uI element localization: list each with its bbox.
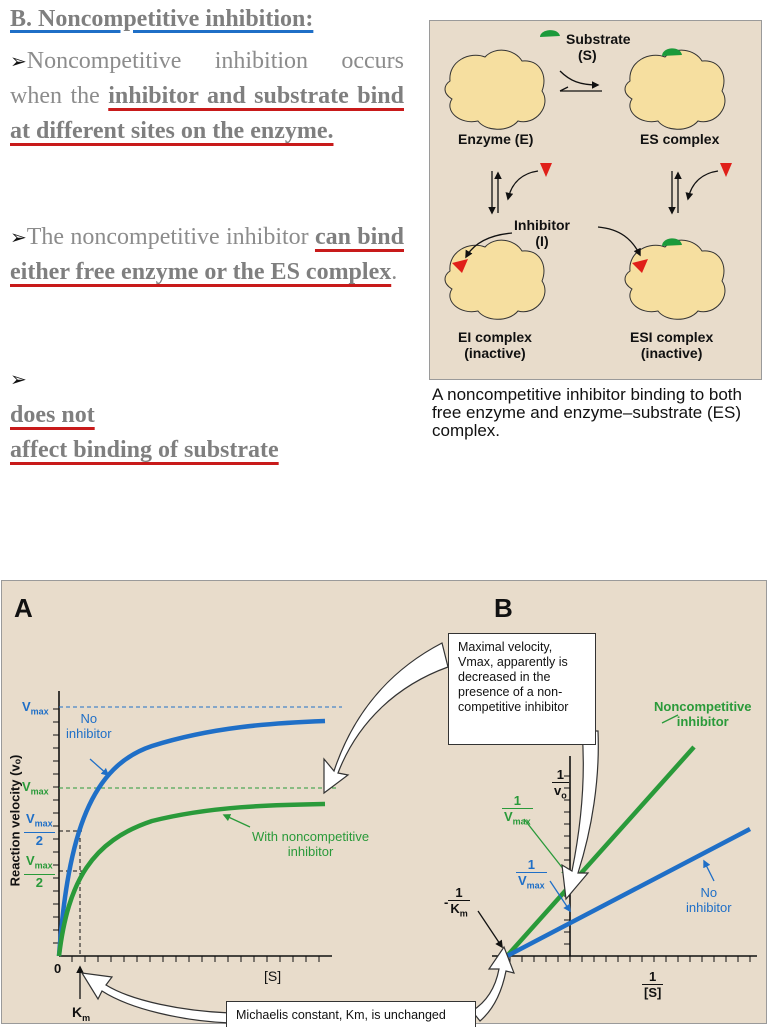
p2-end: .	[391, 259, 398, 285]
origin-zero: 0	[54, 961, 62, 976]
p3-emphasis-a: does not	[10, 402, 95, 428]
paragraph-2: ➢The noncompetitive inhibitor can bind e…	[10, 220, 404, 290]
panel-a-letter: A	[14, 593, 33, 623]
slide-heading: B. Noncompetitive inhibition:	[10, 6, 314, 32]
paragraph-3-line1: does not	[10, 398, 404, 433]
callout-arrow-top-left	[323, 642, 449, 795]
esi-complex-shape	[624, 238, 726, 320]
diagram-caption: A noncompetitive inhibitor binding to bo…	[432, 385, 742, 440]
esi-complex-label: ESI complex(inactive)	[630, 329, 714, 361]
callout-arrow-bottom-left	[80, 972, 231, 1024]
kinetics-graph-panel: A B Reaction velocity (vₒ) Vmax Vmax Vma…	[1, 580, 767, 1027]
paragraph-1: ➢Noncompetitive inhibition occurs when t…	[10, 44, 404, 149]
enzyme-e-shape	[444, 49, 546, 130]
no-inhibitor-curve	[56, 718, 326, 957]
inhibitor-icon	[540, 163, 552, 177]
inhibition-diagram: Substrate(S) Enzyme (E) ES complex Inhib…	[429, 20, 762, 380]
p2-emphasis: can bind either free enzyme or the ES co…	[10, 224, 404, 285]
diagram-drawing	[444, 30, 732, 320]
inhibitor-label: Inhibitor(I)	[514, 217, 570, 249]
paragraph-3-line2: affect binding of substrate	[10, 433, 279, 468]
p1-emphasis: inhibitor and substrate bind at differen…	[10, 83, 404, 144]
vmax-label-blue: Vmax	[22, 699, 49, 717]
inv-s-label: 1[S]	[642, 969, 664, 1000]
bullet-arrow-icon: ➢	[10, 225, 27, 249]
s-axis-label-a: [S]	[264, 968, 282, 984]
vmax-callout: Maximal velocity, Vmax, apparently is de…	[448, 633, 596, 745]
noncompetitive-curve	[56, 801, 326, 957]
noncompetitive-line	[505, 745, 696, 958]
es-complex-shape	[624, 48, 726, 130]
paragraph-3-bullet: ➢	[10, 362, 404, 397]
substrate-label: Substrate(S)	[566, 31, 631, 63]
graph-b-ticks	[497, 775, 751, 962]
vmax-label-green: Vmax	[22, 779, 49, 797]
p3-emphasis-b: affect binding of substrate	[10, 437, 279, 463]
km-label: Km	[72, 1004, 91, 1023]
callout-arrow-bottom-right	[471, 945, 515, 1022]
substrate-icon	[540, 30, 560, 37]
es-complex-label: ES complex	[640, 131, 720, 147]
no-inhibitor-line	[505, 827, 752, 958]
ei-complex-shape	[444, 239, 546, 320]
inhibitor-icon	[720, 163, 732, 177]
bullet-arrow-icon: ➢	[10, 367, 27, 391]
callout-arrow-top-right	[561, 730, 599, 901]
y-axis-label: Reaction velocity (vₒ)	[7, 754, 23, 887]
enzyme-label: Enzyme (E)	[458, 131, 534, 147]
p1-text: Noncompetitive inhibition occurs when th…	[10, 48, 404, 109]
p2-text: The noncompetitive inhibitor	[26, 224, 315, 250]
bullet-arrow-icon: ➢	[10, 49, 27, 73]
km-callout: Michaelis constant, Km, is unchanged	[226, 1001, 476, 1027]
kinetics-graphs-svg	[53, 642, 757, 1024]
ei-complex-label: EI complex(inactive)	[458, 329, 532, 361]
panel-b-letter: B	[494, 593, 513, 623]
